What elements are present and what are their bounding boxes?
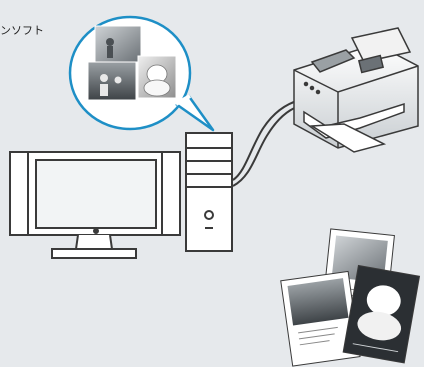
computer-printer-cable-2 [232,104,304,187]
software-caption: ンソフト [0,24,44,37]
computer-printer-cable [232,99,301,181]
tower-icon [185,132,233,252]
cables [232,99,304,187]
monitor-icon [9,151,181,259]
printed-photos-icon [280,228,421,367]
photo-thumbnails-icon [87,25,177,101]
multifunction-printer-icon [293,27,419,153]
